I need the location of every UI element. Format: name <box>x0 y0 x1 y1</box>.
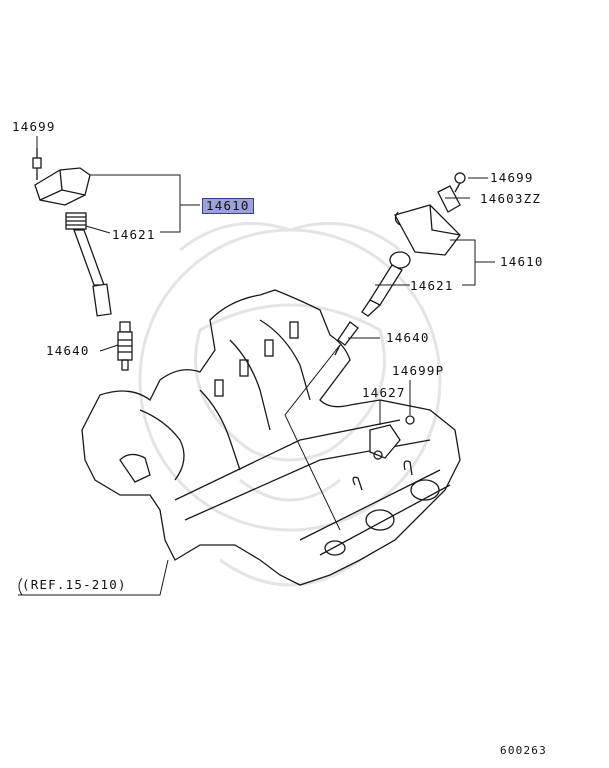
label-14699p[interactable]: 14699P <box>392 363 445 378</box>
right-coil-assembly <box>334 172 466 460</box>
label-14640-right[interactable]: 14640 <box>386 330 430 345</box>
label-14610-right[interactable]: 14610 <box>500 254 544 269</box>
label-14627[interactable]: 14627 <box>362 385 406 400</box>
label-14699-left[interactable]: 14699 <box>12 119 56 134</box>
leader-lines <box>18 136 495 596</box>
diagram-id: 600263 <box>500 744 547 757</box>
intake-manifold <box>81 289 461 586</box>
label-14699-right[interactable]: 14699 <box>490 170 534 185</box>
watermark-logo <box>138 221 442 587</box>
label-14603zz[interactable]: 14603ZZ <box>480 191 542 206</box>
label-14610-left-highlighted[interactable]: 14610 <box>202 198 254 214</box>
ref-bracket <box>18 577 23 596</box>
label-14640-left[interactable]: 14640 <box>46 343 90 358</box>
label-14621-right[interactable]: 14621 <box>410 278 454 293</box>
label-14621-left[interactable]: 14621 <box>112 227 156 242</box>
left-coil-assembly <box>32 148 133 371</box>
label-ref-15-210[interactable]: (REF.15-210) <box>22 577 127 592</box>
